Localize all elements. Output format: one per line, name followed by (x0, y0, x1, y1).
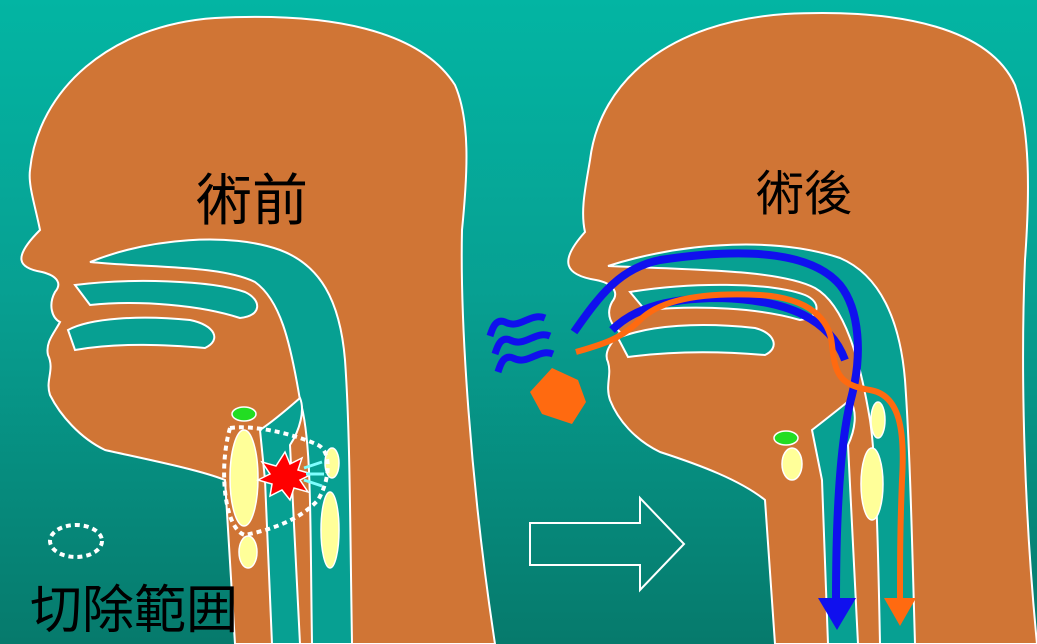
cartilage-after-small (782, 448, 802, 480)
hyoid-before (232, 407, 256, 421)
arytenoid-bottom-before (321, 492, 339, 568)
cartilage-after-top (871, 402, 885, 438)
thyroid-cartilage-before (230, 430, 258, 526)
oral-cavity-before (68, 318, 214, 350)
after-surgery-label: 術後 (756, 170, 852, 218)
breath-wave-icon (498, 353, 553, 372)
head-after-silhouette (568, 13, 1037, 644)
cartilage-after-bottom (861, 448, 883, 520)
head-after (568, 13, 1037, 644)
head-before (21, 17, 495, 644)
cricoid-cartilage-before (239, 536, 257, 568)
transition-arrow-icon (530, 498, 684, 590)
resection-legend-icon (50, 525, 102, 557)
food-bolus-icon (530, 368, 586, 424)
resection-area-legend-label: 切除範囲 (30, 585, 238, 637)
before-surgery-label: 術前 (196, 174, 308, 230)
hyoid-after (774, 431, 798, 445)
